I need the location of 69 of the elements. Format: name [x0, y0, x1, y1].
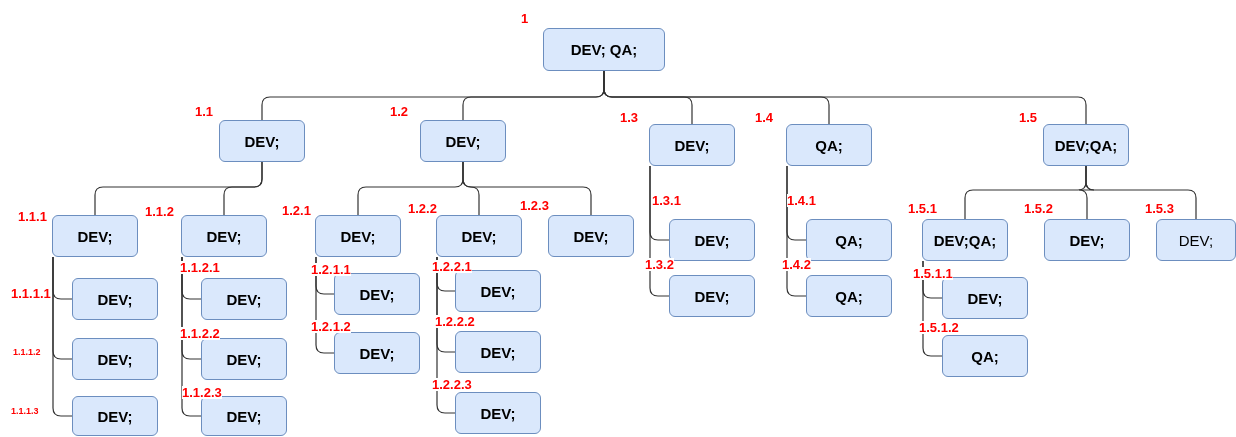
outline-number: 1.5.3 [1145, 202, 1174, 215]
outline-number: 1.1.2.3 [182, 386, 222, 399]
role-label: QA; [835, 231, 863, 249]
outline-number: 1.4.1 [787, 194, 816, 207]
connector-line [52, 256, 73, 417]
role-label: DEV; [77, 227, 113, 245]
outline-number: 1.2.2 [408, 202, 437, 215]
role-label: DEV; [1178, 231, 1214, 249]
outline-number: 1.2.2.3 [432, 378, 472, 391]
role-label: DEV; [674, 136, 710, 154]
role-label: DEV; [480, 282, 516, 300]
outline-number: 1.2.1.2 [311, 320, 351, 333]
role-label: DEV; [226, 350, 262, 368]
connector-line [462, 161, 592, 216]
outline-number: 1.1.1.3 [11, 407, 39, 416]
role-label: DEV; [359, 285, 395, 303]
outline-number: 1.5.1.2 [919, 321, 959, 334]
outline-number: 1.3 [620, 111, 639, 124]
outline-number: 1.2.1.1 [311, 263, 351, 276]
role-label: DEV; [694, 287, 730, 305]
outline-number: 1.2 [390, 105, 409, 118]
outline-number: 1.1.1.1 [11, 287, 51, 300]
role-label: DEV; [97, 407, 133, 425]
outline-number: 1 [521, 12, 529, 25]
outline-number: 1.5.2 [1024, 202, 1053, 215]
role-label: DEV; [694, 231, 730, 249]
outline-number: 1.1.2 [145, 205, 174, 218]
role-label: DEV;QA; [933, 231, 997, 249]
role-label: QA; [835, 287, 863, 305]
connector-line [1085, 165, 1197, 220]
role-label: DEV; [480, 343, 516, 361]
role-label: DEV; [573, 227, 609, 245]
role-label: DEV; [97, 350, 133, 368]
connector-line [181, 256, 202, 417]
role-label: DEV; QA; [570, 41, 638, 58]
outline-number: 1.2.1 [282, 204, 311, 217]
connector-line [223, 161, 263, 216]
role-label: DEV; [461, 227, 497, 245]
outline-number: 1.4 [755, 111, 774, 124]
outline-number: 1.3.1 [652, 194, 681, 207]
connector-line [786, 165, 807, 297]
outline-number: 1.1.1 [18, 210, 47, 223]
role-label: DEV; [226, 290, 262, 308]
role-label: DEV; [359, 344, 395, 362]
role-label: DEV; [226, 407, 262, 425]
outline-number: 1.3.2 [645, 258, 674, 271]
role-label: DEV; [97, 290, 133, 308]
connector-line [649, 165, 670, 297]
outline-number: 1.1.1.2 [13, 348, 41, 357]
outline-number: 1.5.1 [908, 202, 937, 215]
outline-number: 1.2.2.2 [435, 315, 475, 328]
role-label: DEV;QA; [1054, 136, 1118, 154]
outline-number: 1.1.2.2 [180, 327, 220, 340]
role-label: QA; [815, 136, 843, 154]
role-label: DEV; [967, 289, 1003, 307]
role-label: DEV; [445, 132, 481, 150]
outline-number: 1.1 [195, 105, 214, 118]
role-label: QA; [971, 347, 999, 365]
role-label: DEV; [480, 404, 516, 422]
role-label: DEV; [244, 132, 280, 150]
role-label: DEV; [1069, 231, 1105, 249]
outline-number: 1.5.1.1 [913, 267, 953, 280]
outline-number: 1.5 [1019, 111, 1038, 124]
role-label: DEV; [206, 227, 242, 245]
outline-number: 1.4.2 [782, 258, 811, 271]
role-label: DEV; [340, 227, 376, 245]
outline-number: 1.2.2.1 [432, 260, 472, 273]
outline-number: 1.1.2.1 [180, 261, 220, 274]
outline-number: 1.2.3 [520, 199, 549, 212]
